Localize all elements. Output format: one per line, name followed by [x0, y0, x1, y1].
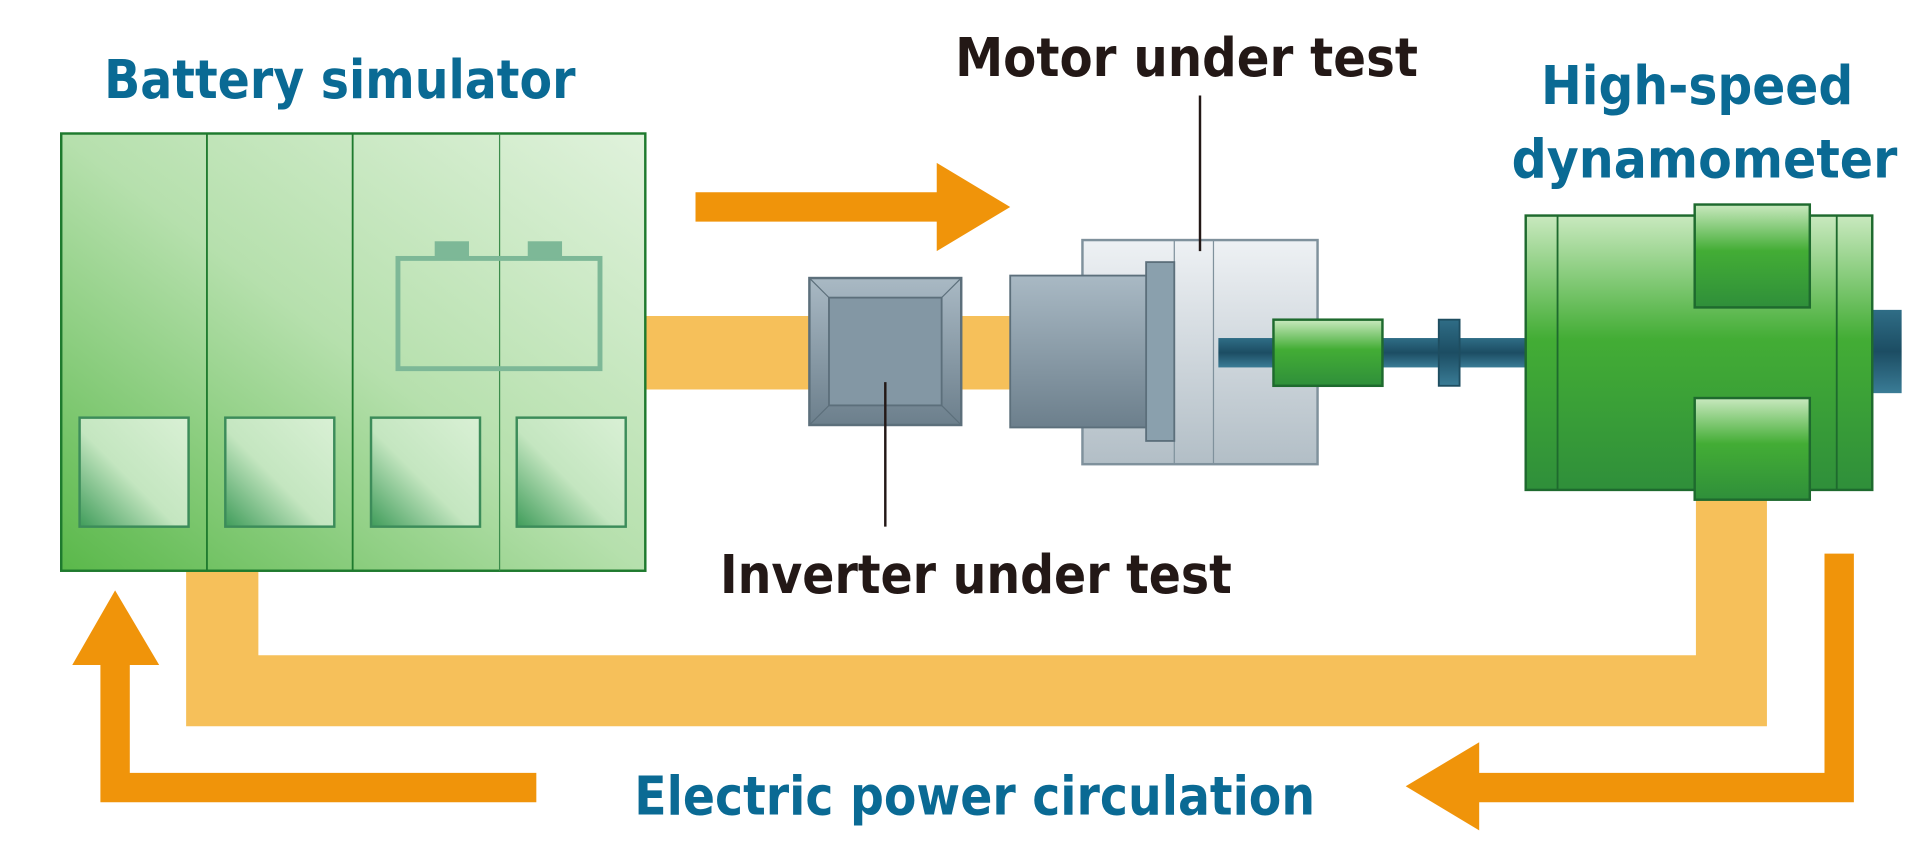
battery-icon: [395, 241, 603, 372]
coupling: [1272, 318, 1384, 388]
inverter-under-test-label: Inverter under test: [720, 543, 1232, 606]
battery-simulator: [60, 132, 647, 572]
up-arrow-icon: [72, 590, 537, 803]
return-arrow-icon: [1405, 553, 1854, 831]
shaft-flange: [1437, 318, 1461, 387]
power-circulation-label: Electric power circulation: [634, 764, 1315, 827]
inverter: [808, 276, 963, 427]
dynamometer-label-line2: dynamometer: [1512, 128, 1898, 191]
power-band-return: [186, 496, 1767, 727]
dynamometer-label-line1: High-speed: [1541, 54, 1853, 117]
motor-under-test-label: Motor under test: [955, 26, 1418, 89]
battery-simulator-label: Battery simulator: [104, 48, 576, 111]
forward-arrow-icon: [695, 162, 1011, 252]
dynamometer: [1524, 203, 1902, 501]
